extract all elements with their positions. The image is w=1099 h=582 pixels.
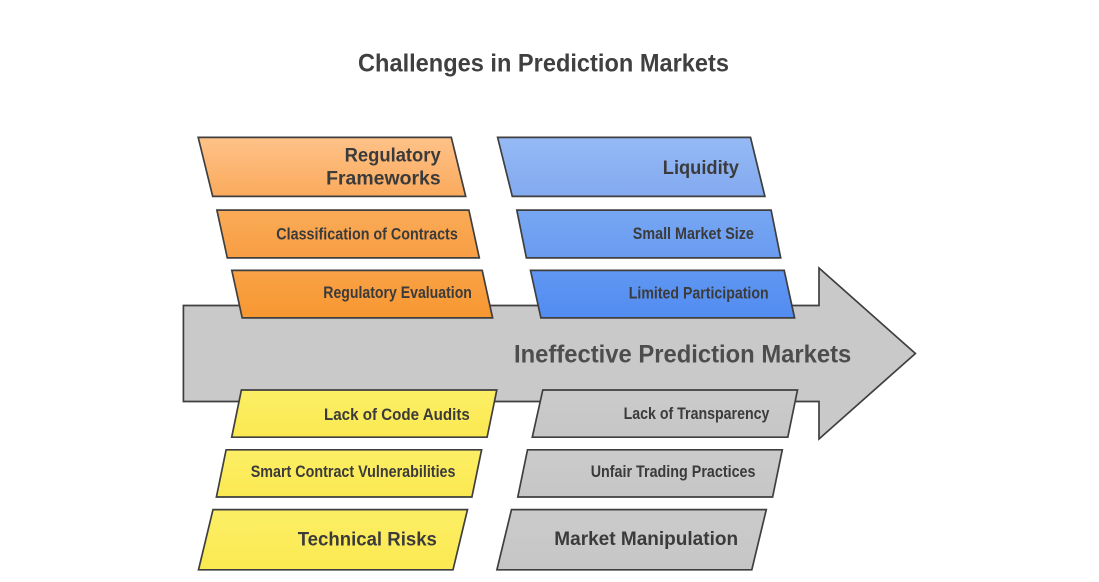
svg-text:Lack of Code Audits: Lack of Code Audits <box>324 406 470 424</box>
svg-text:Unfair Trading Practices: Unfair Trading Practices <box>591 463 756 481</box>
svg-text:Regulatory: Regulatory <box>345 144 441 166</box>
svg-text:Small Market Size: Small Market Size <box>633 225 754 243</box>
svg-text:Liquidity: Liquidity <box>663 157 739 179</box>
svg-text:Market Manipulation: Market Manipulation <box>554 528 738 550</box>
svg-text:Challenges in Prediction Marke: Challenges in Prediction Markets <box>358 50 729 77</box>
svg-text:Regulatory Evaluation: Regulatory Evaluation <box>323 284 472 302</box>
svg-text:Smart Contract Vulnerabilities: Smart Contract Vulnerabilities <box>251 463 456 481</box>
svg-text:Lack of Transparency: Lack of Transparency <box>624 405 770 423</box>
svg-text:Ineffective Prediction Markets: Ineffective Prediction Markets <box>514 341 851 369</box>
svg-text:Limited Participation: Limited Participation <box>629 285 769 303</box>
svg-text:Technical Risks: Technical Risks <box>298 529 437 551</box>
svg-text:Classification of Contracts: Classification of Contracts <box>276 225 458 243</box>
svg-text:Frameworks: Frameworks <box>326 167 441 189</box>
